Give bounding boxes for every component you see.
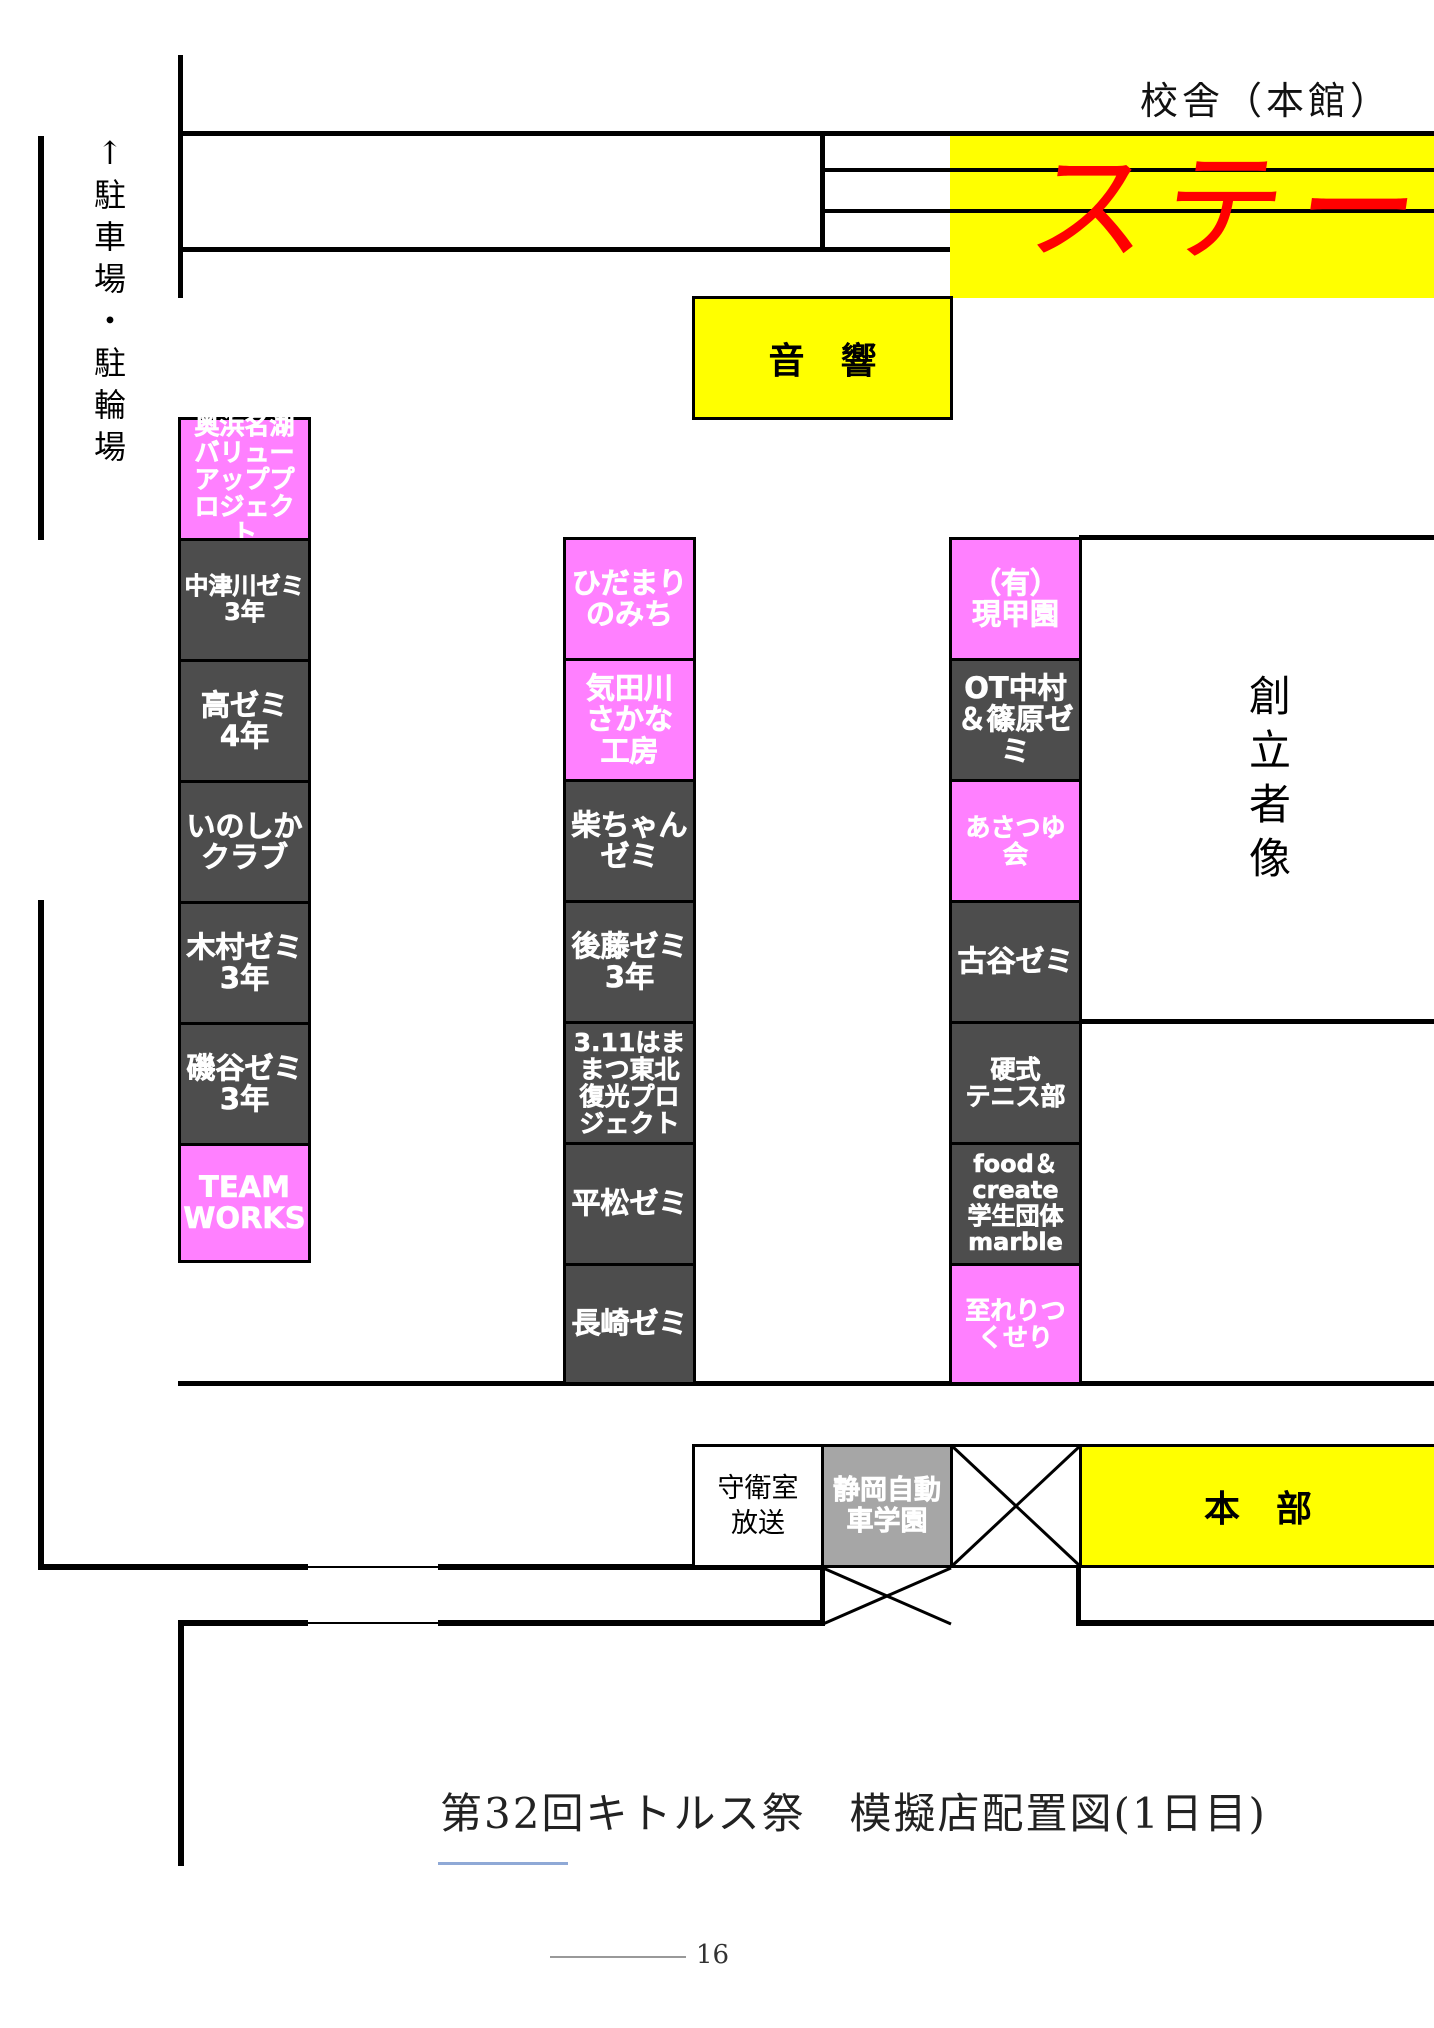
bottom-left-vertical-wall (178, 1620, 184, 1866)
booth-tile: 平松ゼミ (563, 1142, 696, 1266)
booth-column-right: （有） 現甲園 OT中村 ＆篠原ゼ ミ あさつゆ 会 古谷ゼミ 硬式 テニス部 … (949, 537, 1082, 1385)
top-left-vertical-wall (178, 55, 183, 298)
stage-stripe-2 (820, 209, 1434, 213)
booth-tile: あさつゆ 会 (949, 779, 1082, 903)
booth-tile: 気田川 さかな 工房 (563, 658, 696, 782)
booth-tile: 長崎ゼミ (563, 1263, 696, 1385)
driving-school-booth: 静岡自動 車学園 (821, 1444, 953, 1568)
founder-label-char: 像 (1248, 834, 1291, 883)
founder-statue-label: 創 立 者 像 (1240, 670, 1300, 886)
bottom-wall-line-1b (438, 1564, 824, 1570)
stage-label: ステー (1020, 140, 1434, 279)
booth-tile: OT中村 ＆篠原ゼ ミ (949, 658, 1082, 782)
hq-lower-wall (1076, 1566, 1081, 1626)
booth-tile: 後藤ゼミ 3年 (563, 900, 696, 1024)
lower-divider (820, 1566, 825, 1626)
parking-label-char: 場 (93, 260, 126, 298)
left-outer-wall (38, 900, 44, 1570)
parking-label-char: 車 (93, 218, 126, 256)
sound-label: 音 響 (768, 340, 877, 382)
booth-column-left: 奥浜名湖 バリュー アッププ ロジェクト 中津川ゼミ 3年 高ゼミ 4年 いのし… (178, 411, 311, 1263)
founder-bottom-line (1079, 1019, 1434, 1024)
bottom-wall-line-1 (38, 1564, 308, 1570)
stage-area (950, 136, 1434, 298)
guard-room-label: 守衛室 放送 (717, 1472, 799, 1539)
guard-room: 守衛室 放送 (692, 1444, 824, 1568)
parking-label-char: ・ (93, 302, 126, 340)
booth-tile: 中津川ゼミ 3年 (178, 538, 311, 662)
booth-tile: food＆ create 学生団体 marble (949, 1142, 1082, 1266)
top-inner-divider (820, 131, 825, 252)
booth-tile: 柴ちゃん ゼミ (563, 779, 696, 903)
booth-column-middle: ひだまり のみち 気田川 さかな 工房 柴ちゃん ゼミ 後藤ゼミ 3年 3.11… (563, 537, 696, 1385)
booth-tile: 奥浜名湖 バリュー アッププ ロジェクト (178, 411, 311, 547)
gate-thin-line-1 (308, 1566, 438, 1568)
building-label: 校舎（本館） (1140, 79, 1393, 123)
booth-tile: TEAM WORKS (178, 1143, 311, 1263)
title-accent-line (438, 1862, 568, 1865)
headquarters: 本 部 (1079, 1444, 1434, 1568)
booth-tile: （有） 現甲園 (949, 537, 1082, 661)
booth-tile: いのしか クラブ (178, 780, 311, 904)
booth-tile: 木村ゼミ 3年 (178, 901, 311, 1025)
bottom-wall-line-2 (178, 1620, 308, 1626)
parking-label-char: ↑ (96, 134, 124, 172)
gate-thin-line-2 (308, 1622, 438, 1624)
booth-tile: 至れりつ くせり (949, 1263, 1082, 1385)
top-horizontal-line-2 (178, 247, 1434, 252)
crossed-box-lower (822, 1566, 952, 1626)
sound-booth: 音 響 (692, 296, 953, 420)
booth-tile: 磯谷ゼミ 3年 (178, 1022, 311, 1146)
parking-label-char: 駐 (93, 344, 126, 382)
booth-tile: 3.11はま まつ東北 復光プロ ジェクト (563, 1021, 696, 1145)
hq-bottom-line (1076, 1620, 1434, 1626)
page-title: 第32回キトルス祭 模擬店配置図(1日目) (440, 1789, 1267, 1838)
bottom-wall-line-2b (438, 1620, 824, 1626)
founder-label-char: 立 (1248, 726, 1291, 775)
crossed-box-upper (950, 1444, 1082, 1568)
founder-label-char: 創 (1248, 672, 1291, 721)
top-horizontal-line-1 (178, 131, 1434, 136)
driving-school-label: 静岡自動 車学園 (833, 1474, 942, 1538)
parking-label: ↑ 駐 車 場 ・ 駐 輪 場 (88, 132, 132, 468)
footer-rule (550, 1956, 686, 1958)
founder-top-line (1079, 535, 1434, 540)
booth-tile: 高ゼミ 4年 (178, 659, 311, 783)
page-number: 16 (696, 1940, 730, 1970)
booth-tile: 硬式 テニス部 (949, 1021, 1082, 1145)
stage-stripe-1 (820, 168, 1434, 172)
parking-label-char: 駐 (93, 176, 126, 214)
road-line (178, 1381, 1434, 1386)
booth-tile: 古谷ゼミ (949, 900, 1082, 1024)
parking-wall-upper (38, 136, 44, 540)
founder-label-char: 者 (1248, 780, 1291, 829)
parking-label-char: 場 (93, 428, 126, 466)
booth-tile: ひだまり のみち (563, 537, 696, 661)
parking-label-char: 輪 (93, 386, 126, 424)
hq-label: 本 部 (1203, 1488, 1312, 1530)
